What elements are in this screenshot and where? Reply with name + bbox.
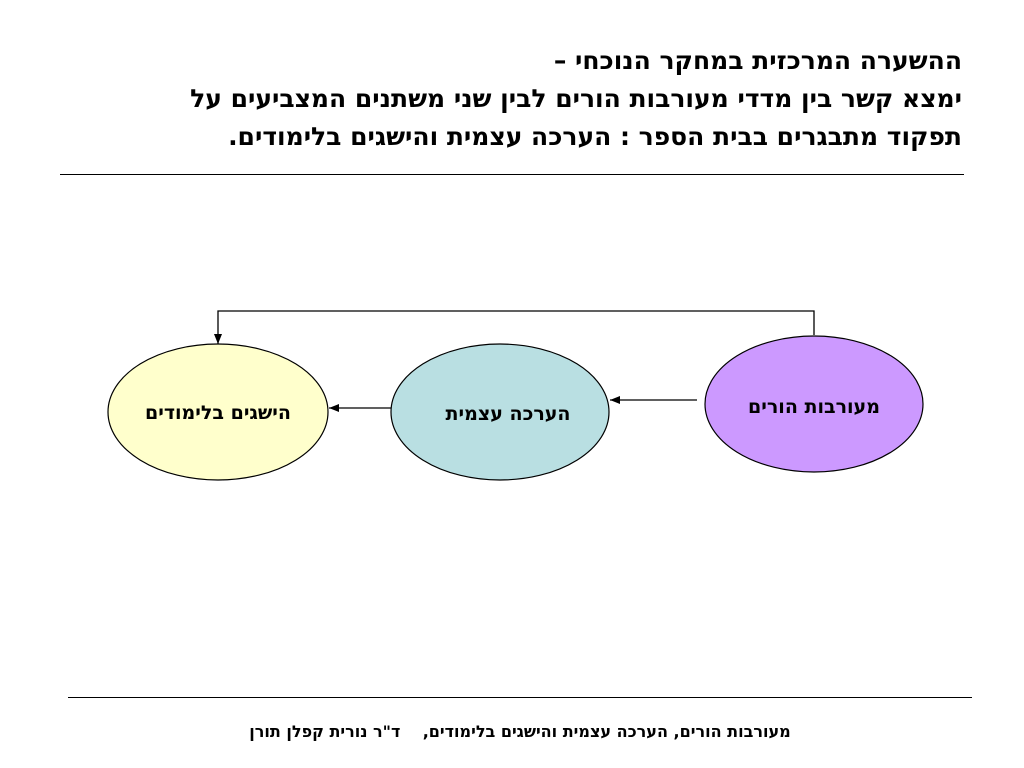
node-academic-achievement-shape (107, 343, 329, 481)
footer-divider (68, 697, 972, 698)
title-line-1: ההשערה המרכזית במחקר הנוכחי – (553, 46, 962, 75)
slide-title: ההשערה המרכזית במחקר הנוכחי – ימצא קשר ב… (62, 42, 962, 156)
node-parental-involvement-shape (704, 335, 924, 473)
footer-topic: מעורבות הורים, הערכה עצמית והישגים בלימו… (422, 722, 791, 741)
node-self-esteem: הערכה עצמית (390, 343, 610, 481)
node-academic-achievement: הישגים בלימודים (107, 343, 329, 481)
title-line-2: ימצא קשר בין מדדי מעורבות הורים לבין שני… (190, 84, 962, 113)
edge-parental-to-achievement (214, 310, 815, 344)
title-line-3: תפקוד מתבגרים בבית הספר : הערכה עצמית וה… (228, 122, 962, 151)
node-self-esteem-shape (390, 343, 610, 481)
node-parental-involvement-label: מעורבות הורים (748, 396, 880, 418)
node-parental-involvement: מעורבות הורים (704, 335, 924, 473)
node-self-esteem-label: הערכה עצמית (446, 403, 571, 425)
node-academic-achievement-label: הישגים בלימודים (145, 402, 291, 424)
slide-footer: מעורבות הורים, הערכה עצמית והישגים בלימו… (68, 722, 972, 741)
footer-author: ד"ר נורית קפלן תורן (249, 722, 401, 741)
title-divider (60, 174, 964, 175)
